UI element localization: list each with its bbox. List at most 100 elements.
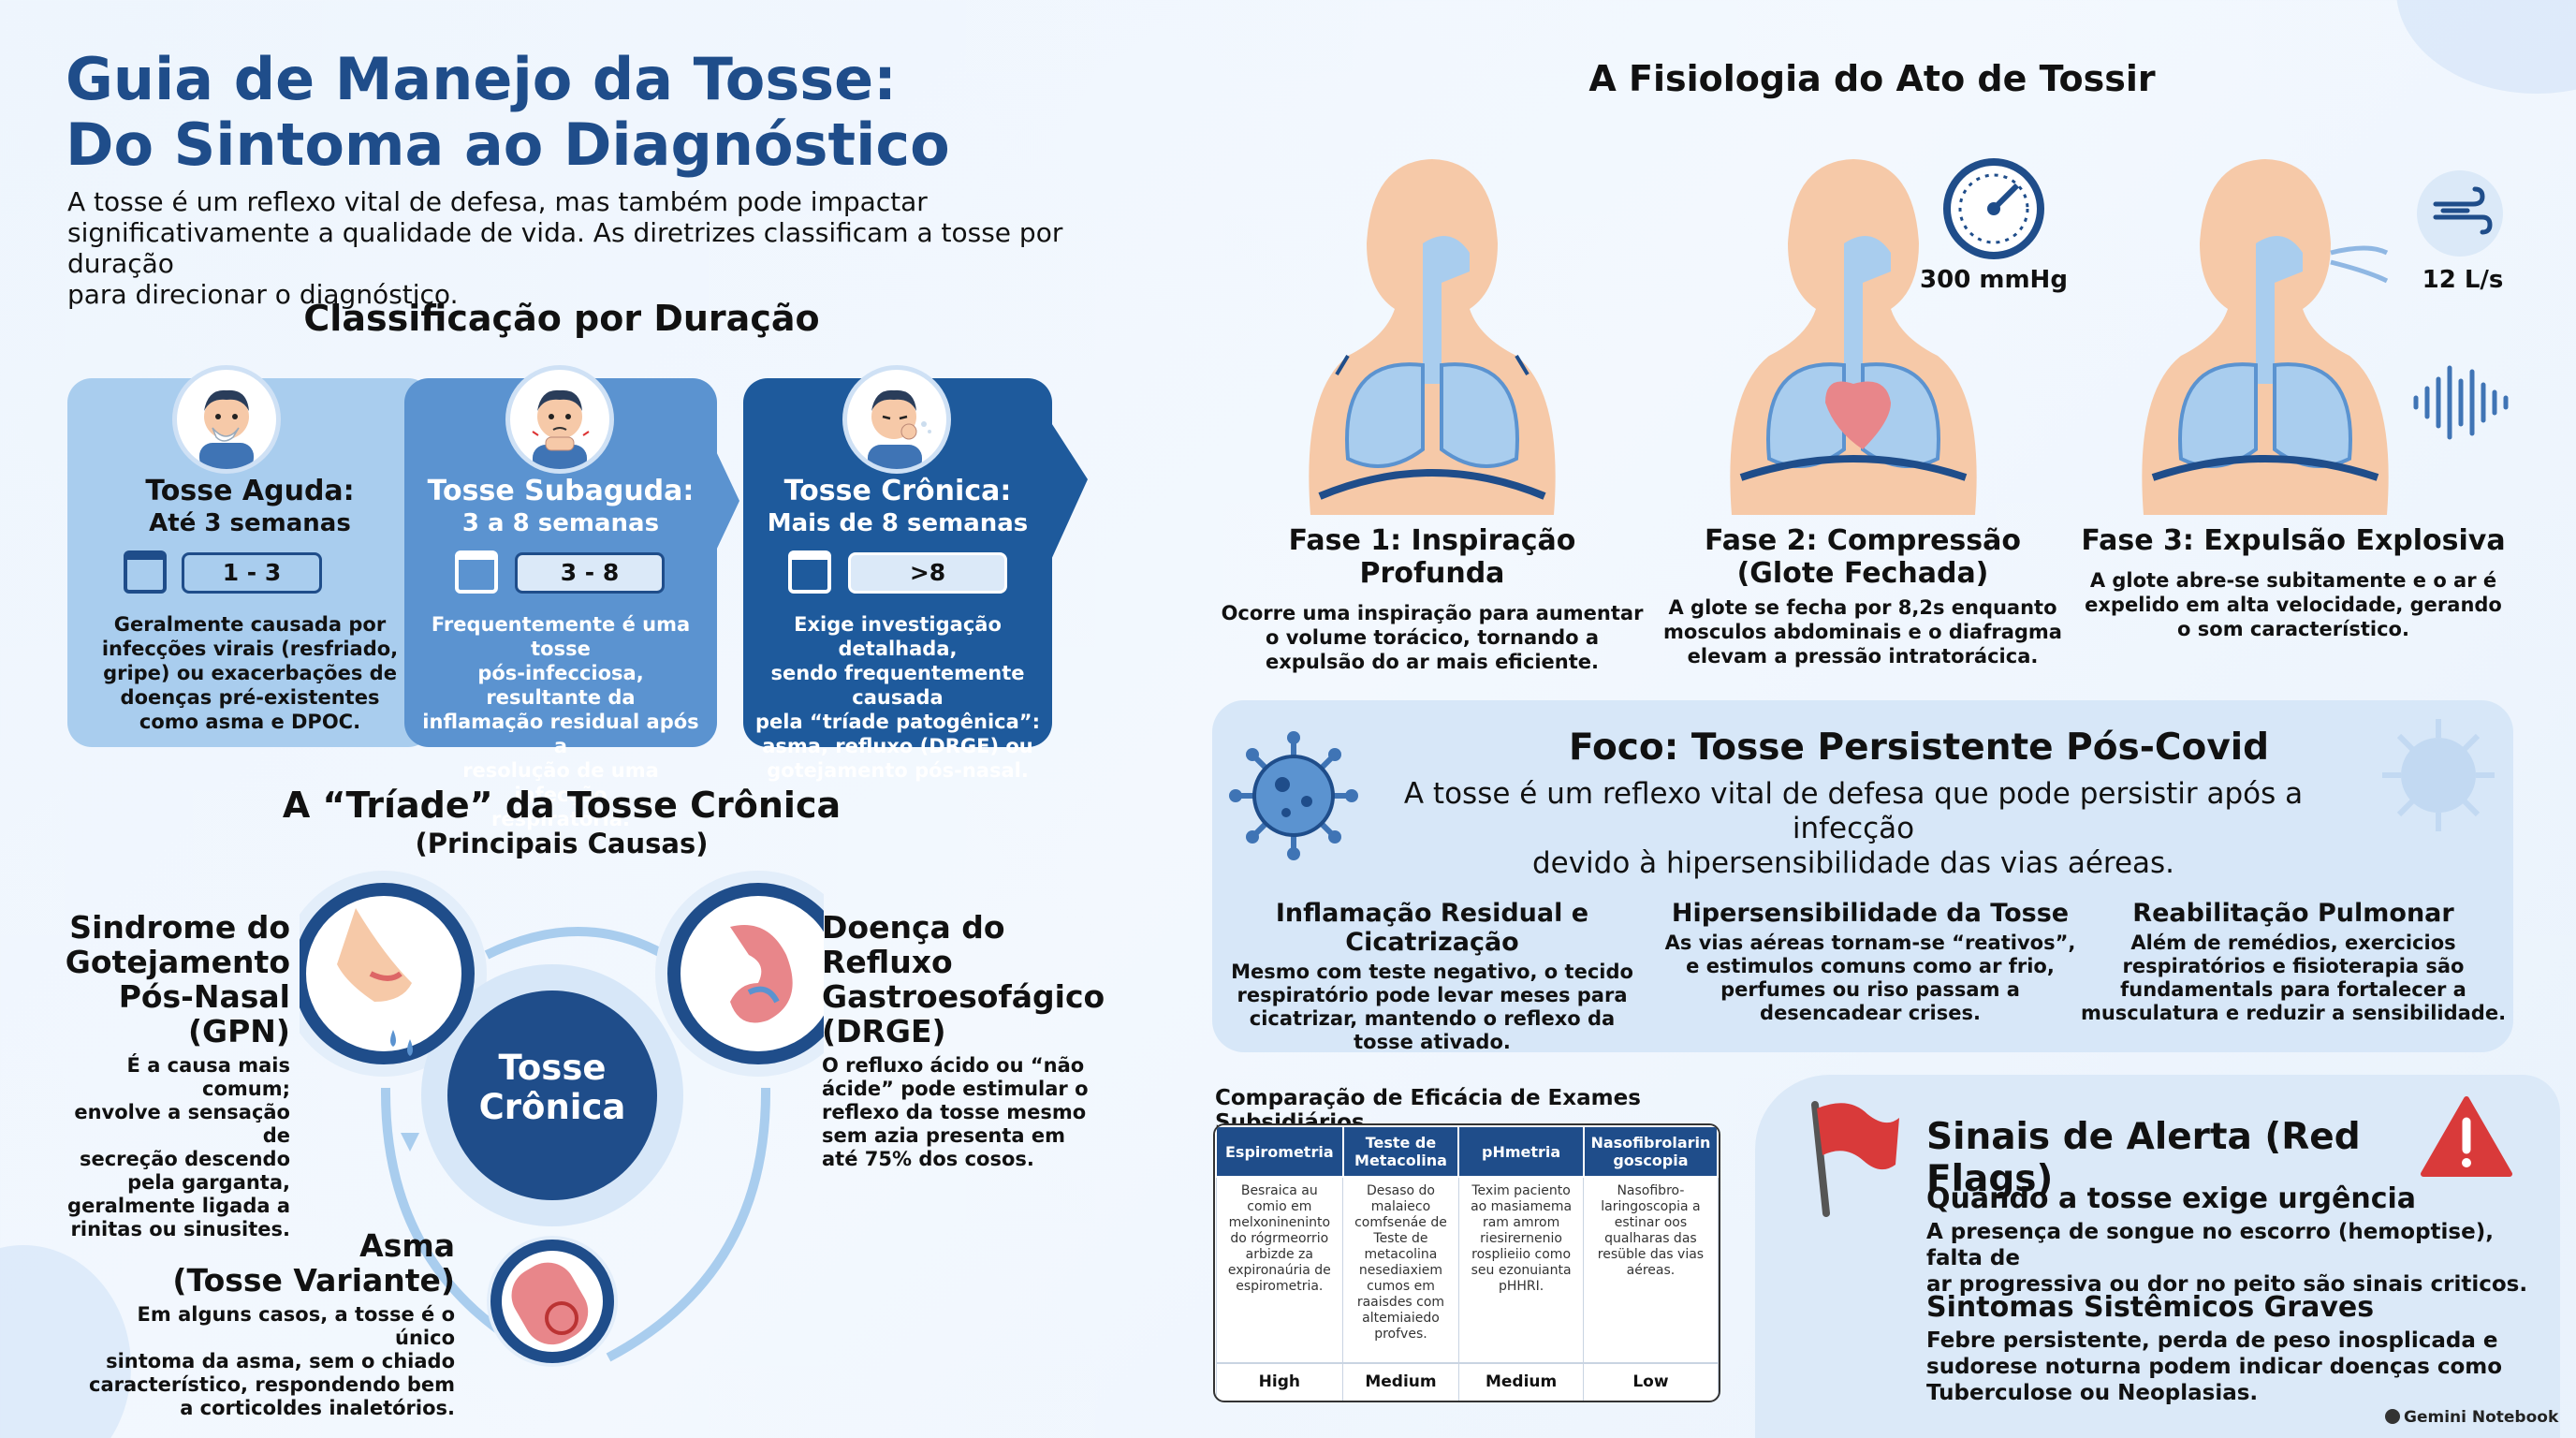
cause-gpn-desc: É a causa mais comum;envolve a sensação …: [67, 1054, 290, 1240]
alert-urgency: Quando a tosse exige urgência A presença…: [1926, 1183, 2544, 1298]
classification-title: Classificação por Duração: [303, 298, 820, 339]
card-acute-subtitle: Até 3 semanas: [149, 509, 351, 537]
card-chronic-subtitle: Mais de 8 semanas: [767, 509, 1029, 537]
footer-brand: Gemini Notebook: [2385, 1408, 2572, 1427]
alert-systemic-desc: Febre persistente, perda de peso inospli…: [1926, 1328, 2503, 1405]
sound-wave-icon: [2413, 365, 2509, 440]
red-flag-icon: [1811, 1101, 1899, 1217]
calendar-icon: [124, 550, 167, 594]
covid-item-2: Hipersensibilidade da Tosse As vias aére…: [1655, 899, 2086, 1025]
card-acute-title: Tosse Aguda:: [145, 475, 355, 507]
title-line-1: Guia de Manejo da Tosse:: [66, 45, 897, 113]
card-acute-range: 1 - 3: [182, 552, 322, 594]
phase-1: Fase 1: Inspiração Profunda Ocorre uma i…: [1217, 524, 1647, 674]
phase1-figure: [1309, 159, 1556, 515]
phase-3-title: Fase 3: Expulsão Explosiva: [2081, 524, 2506, 557]
cause-asma-title: Asma(Tosse Variante): [172, 1227, 455, 1299]
result-cell: Low: [1583, 1362, 1719, 1401]
intro-line: para direcionar o diagnóstico.: [67, 279, 459, 310]
card-subacute-range: 3 - 8: [515, 552, 665, 594]
card-acute: Tosse Aguda: Até 3 semanas 1 - 3 Geralme…: [67, 365, 432, 747]
covid-intro: A tosse é um reflexo vital de defesa que…: [1403, 777, 2304, 880]
virus-icon: [1229, 731, 1358, 860]
col-espirometria: Espirometria: [1215, 1125, 1344, 1178]
phase-2-title: Fase 2: Compressão(Glote Fechada): [1704, 524, 2021, 590]
result-cell: Medium: [1457, 1362, 1585, 1401]
warning-icon: [2421, 1096, 2512, 1177]
page-title: Guia de Manejo da Tosse: Do Sintoma ao D…: [66, 47, 1048, 178]
alert-systemic-title: Sintomas Sistêmicos Graves: [1926, 1291, 2375, 1324]
result-cell: High: [1215, 1362, 1344, 1401]
alert-urgency-title: Quando a tosse exige urgência: [1926, 1182, 2417, 1215]
covid-panel: [1212, 700, 2513, 1052]
avatar-throat: [505, 365, 614, 474]
alert-urgency-desc: A presença de songue no escorro (hemopti…: [1926, 1220, 2528, 1297]
result-cell: Medium: [1342, 1362, 1459, 1401]
footer-brand-label: Gemini Notebook: [2404, 1408, 2559, 1427]
card-subacute-title: Tosse Subaguda:: [427, 475, 695, 507]
covid-item-1-title: Inflamação Residual e Cicatrização: [1275, 899, 1589, 957]
covid-title: Foco: Tosse Persistente Pós-Covid: [1568, 726, 2270, 769]
covid-item-3-title: Reabilitação Pulmonar: [2132, 899, 2454, 928]
avatar-sneezing: [172, 365, 281, 474]
card-subacute: Tosse Subaguda: 3 a 8 semanas 3 - 8 Freq…: [404, 365, 717, 830]
intro-line: significativamente a qualidade de vida. …: [67, 217, 1063, 279]
covid-item-2-title: Hipersensibilidade da Tosse: [1671, 899, 2070, 928]
bg-blob-top-right: [2396, 0, 2576, 94]
card-chronic-desc: Exige investigação detalhada,sendo frequ…: [754, 613, 1041, 782]
avatar-coughing: [842, 365, 951, 474]
virus-bg-decoration: [2382, 719, 2495, 831]
card-subacute-subtitle: 3 a 8 semanas: [461, 509, 660, 537]
covid-item-1: Inflamação Residual e Cicatrização Mesmo…: [1217, 899, 1647, 1054]
physiology-title: A Fisiologia do Ato de Tossir: [1588, 58, 2156, 99]
gauge-icon: [1943, 158, 2044, 259]
covid-item-3: Reabilitação Pulmonar Além de remédios, …: [2078, 899, 2509, 1025]
exams-result-row: High Medium Medium Low: [1215, 1362, 1719, 1401]
arrow-tip-2: [715, 449, 739, 552]
wind-icon: [2417, 170, 2503, 257]
title-line-2: Do Sintoma ao Diagnóstico: [66, 110, 950, 179]
card-chronic-title: Tosse Crônica:: [783, 475, 1012, 507]
alerts-title: Sinais de Alerta (Red Flags): [1926, 1116, 2361, 1200]
phase3-figure: [2142, 159, 2389, 515]
triad-diagram: [300, 871, 824, 1367]
triad-title: A “Tríade” da Tosse Crônica: [282, 785, 842, 826]
arrow-tip-3: [1050, 421, 1088, 562]
phase-3: Fase 3: Expulsão Explosiva A glote abre-…: [2069, 524, 2518, 641]
alert-systemic: Sintomas Sistêmicos Graves Febre persist…: [1926, 1292, 2544, 1406]
covid-item-2-desc: As vias aéreas tornam-se “reativos”,e es…: [1664, 932, 2076, 1024]
pressure-label: 300 mmHg: [1920, 266, 2068, 294]
col-phmetria: pHmetria: [1457, 1125, 1585, 1178]
triad-subtitle: (Principais Causas): [415, 828, 709, 859]
intro-line: A tosse é um reflexo vital de defesa, ma…: [67, 186, 928, 217]
calendar-icon: [455, 550, 498, 594]
flow-label: 12 L/s: [2422, 266, 2504, 294]
intro-text: A tosse é um reflexo vital de defesa, ma…: [67, 186, 1125, 310]
card-chronic-range: >8: [848, 552, 1007, 594]
phase-2: Fase 2: Compressão(Glote Fechada) A glot…: [1647, 524, 2078, 668]
card-chronic: Tosse Crônica: Mais de 8 semanas >8 Exig…: [743, 365, 1052, 782]
gemini-logo-icon: [2385, 1409, 2400, 1424]
calendar-icon: [788, 550, 831, 594]
phase2-figure: [1730, 159, 1977, 515]
